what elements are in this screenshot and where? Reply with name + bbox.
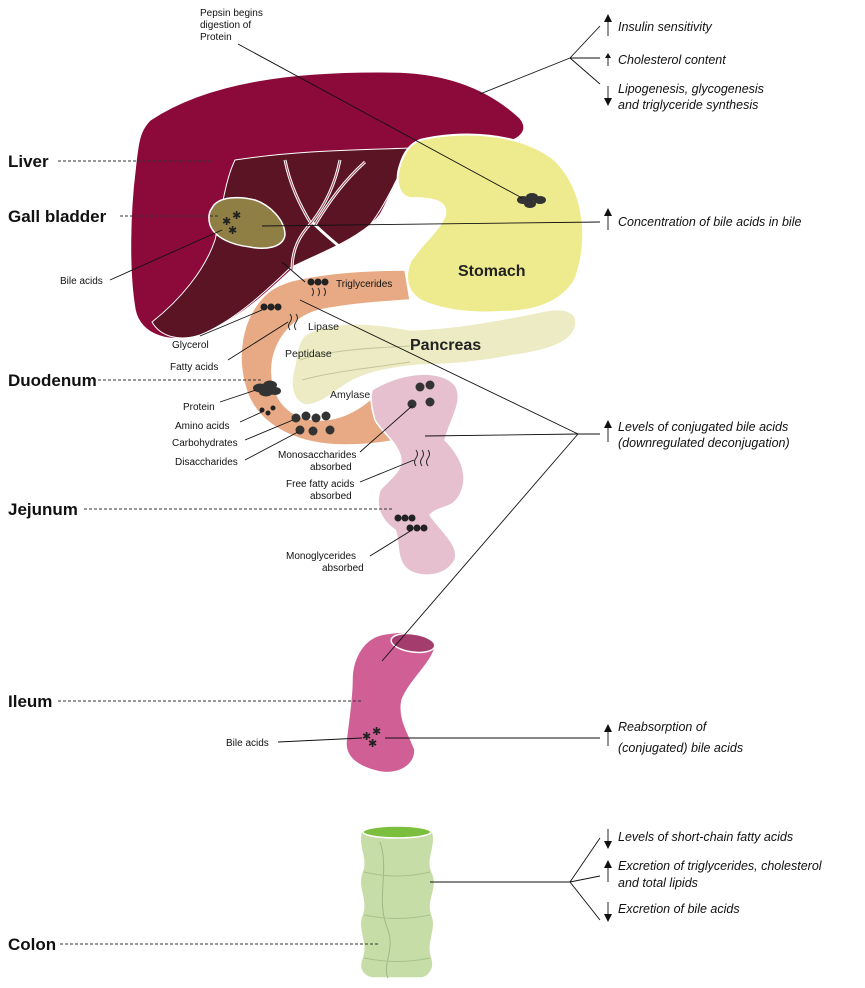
amino-acids-label: Amino acids: [175, 421, 229, 432]
disaccharides-label: Disaccharides: [175, 457, 238, 468]
arrow-up-icon: [604, 860, 612, 882]
peptidase-label: Peptidase: [285, 348, 332, 360]
reabsorption-text-line2: (conjugated) bile acids: [618, 741, 743, 755]
arrow-down-icon: [604, 86, 612, 106]
pancreas-label: Pancreas: [410, 337, 481, 354]
ileum-label: Ileum: [8, 692, 52, 711]
conjugated-levels-text-line2: (downregulated deconjugation): [618, 436, 790, 450]
stomach-label: Stomach: [458, 263, 526, 280]
colon-shape: [360, 830, 434, 978]
monoglycerides-label-line1: Monoglycerides: [286, 551, 356, 562]
excretion-bile-text: Excretion of bile acids: [618, 902, 740, 916]
protein-label: Protein: [183, 402, 215, 413]
monosaccharides-label-line1: Monosaccharides: [278, 450, 356, 461]
jejunum-shape: [371, 374, 464, 575]
bile-acids-ileum-label: Bile acids: [226, 738, 269, 749]
pepsin-label-line1: Pepsin begins: [200, 8, 263, 19]
glycerol-label: Glycerol: [172, 340, 209, 351]
amylase-label: Amylase: [330, 389, 370, 401]
arrow-up-icon: [605, 53, 611, 66]
free-fatty-acids-label-line1: Free fatty acids: [286, 479, 354, 490]
lipogenesis-text-line1: Lipogenesis, glycogenesis: [618, 82, 764, 96]
pepsin-label-line2: digestion of: [200, 20, 251, 31]
colon-label: Colon: [8, 935, 56, 954]
arrow-up-icon: [604, 724, 612, 746]
bile-acid-star-icon: ✱: [372, 726, 381, 738]
duodenum-label: Duodenum: [8, 371, 97, 390]
ileum: ✱ ✱ ✱: [346, 631, 436, 773]
bile-concentration-text: Concentration of bile acids in bile: [618, 215, 801, 229]
lipase-label: Lipase: [308, 321, 339, 333]
free-fatty-acids-label-line2: absorbed: [310, 491, 352, 502]
gall-bladder-label: Gall bladder: [8, 207, 107, 226]
arrow-down-icon: [604, 829, 612, 849]
reabsorption-text-line1: Reabsorption of: [618, 720, 708, 734]
pepsin-label-line3: Protein: [200, 32, 232, 43]
scfa-text: Levels of short-chain fatty acids: [618, 830, 793, 844]
monoglycerides-label-line2: absorbed: [322, 563, 364, 574]
arrow-down-icon: [604, 902, 612, 922]
jejunum: [371, 374, 464, 575]
excretion-lipids-text-line2: and total lipids: [618, 876, 698, 890]
colon-lumen: [363, 826, 431, 838]
arrow-up-icon: [604, 208, 612, 230]
bile-acid-star-icon: ✱: [232, 210, 241, 222]
conjugated-levels-text-line1: Levels of conjugated bile acids: [618, 420, 788, 434]
colon: [360, 826, 434, 978]
bile-acids-gb-label: Bile acids: [60, 276, 103, 287]
monosaccharides-label-line2: absorbed: [310, 462, 352, 473]
bile-acid-star-icon: ✱: [368, 738, 377, 750]
arrow-up-icon: [604, 420, 612, 442]
triglycerides-label: Triglycerides: [336, 279, 392, 290]
insulin-sensitivity-text: Insulin sensitivity: [618, 20, 713, 34]
cholesterol-content-text: Cholesterol content: [618, 53, 726, 67]
carbohydrates-label: Carbohydrates: [172, 438, 238, 449]
glycerol-molecule-icon: [261, 304, 282, 311]
jejunum-label: Jejunum: [8, 500, 78, 519]
excretion-lipids-text-line1: Excretion of triglycerides, cholesterol: [618, 859, 823, 873]
bile-acid-star-icon: ✱: [228, 225, 237, 237]
ileum-shape: [346, 632, 435, 772]
liver-label: Liver: [8, 152, 49, 171]
lipogenesis-text-line2: and triglyceride synthesis: [618, 98, 758, 112]
arrow-up-icon: [604, 14, 612, 36]
fatty-acids-label: Fatty acids: [170, 362, 218, 373]
